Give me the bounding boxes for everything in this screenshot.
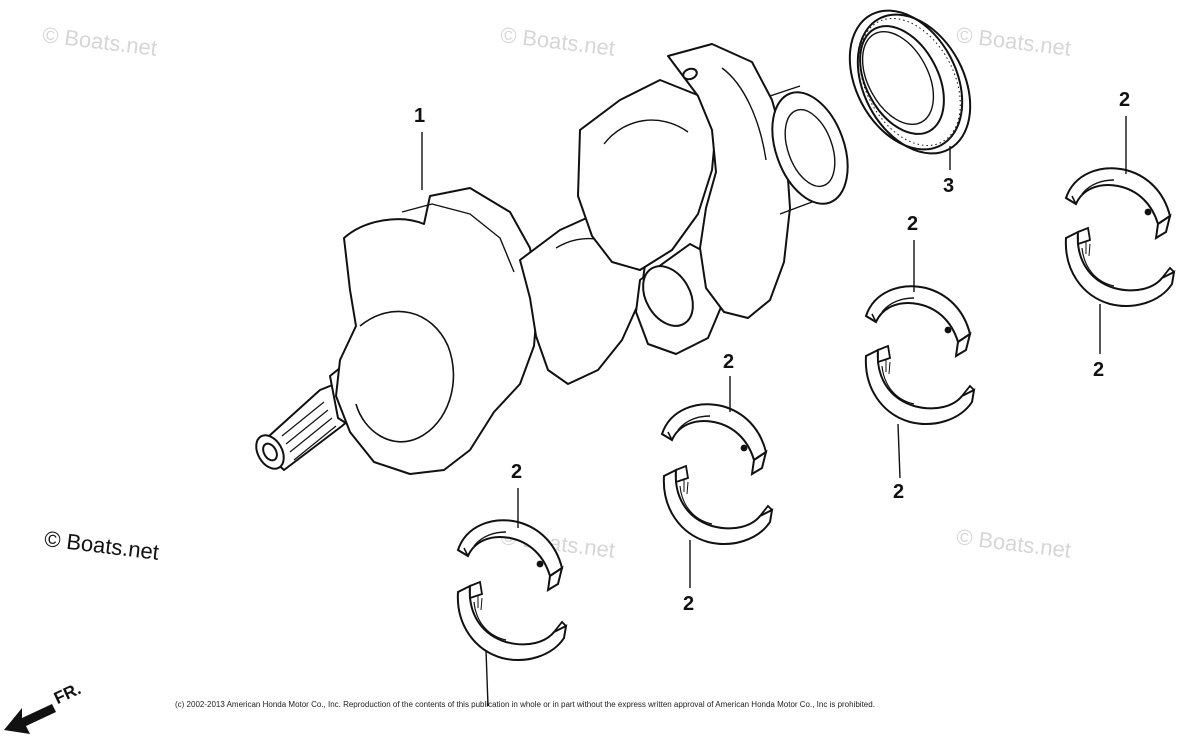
callout-bearing-1-upper: 2 (511, 461, 523, 483)
callout-bearing-4-upper: 2 (1119, 89, 1131, 111)
crankshaft (255, 43, 849, 475)
bearing-pair-1 (456, 519, 567, 661)
copyright-notice: (c) 2002-2013 American Honda Motor Co., … (175, 700, 875, 709)
callout-bearing-3-upper: 2 (907, 213, 919, 235)
leader-lines (421, 116, 1127, 707)
oil-seal (848, 9, 972, 155)
callout-oil-seal: 3 (943, 175, 955, 197)
callout-crankshaft: 1 (414, 105, 426, 127)
bearing-pair-2 (661, 403, 773, 545)
callout-bearing-4-lower: 2 (1093, 359, 1105, 381)
callout-bearing-2-lower: 2 (683, 593, 695, 615)
bearing-pair-4 (1064, 167, 1175, 307)
callout-bearing-3-lower: 2 (893, 481, 905, 503)
callout-bearing-2-upper: 2 (723, 351, 735, 373)
front-arrow-icon (4, 704, 56, 734)
bearing-pair-3 (864, 285, 975, 425)
